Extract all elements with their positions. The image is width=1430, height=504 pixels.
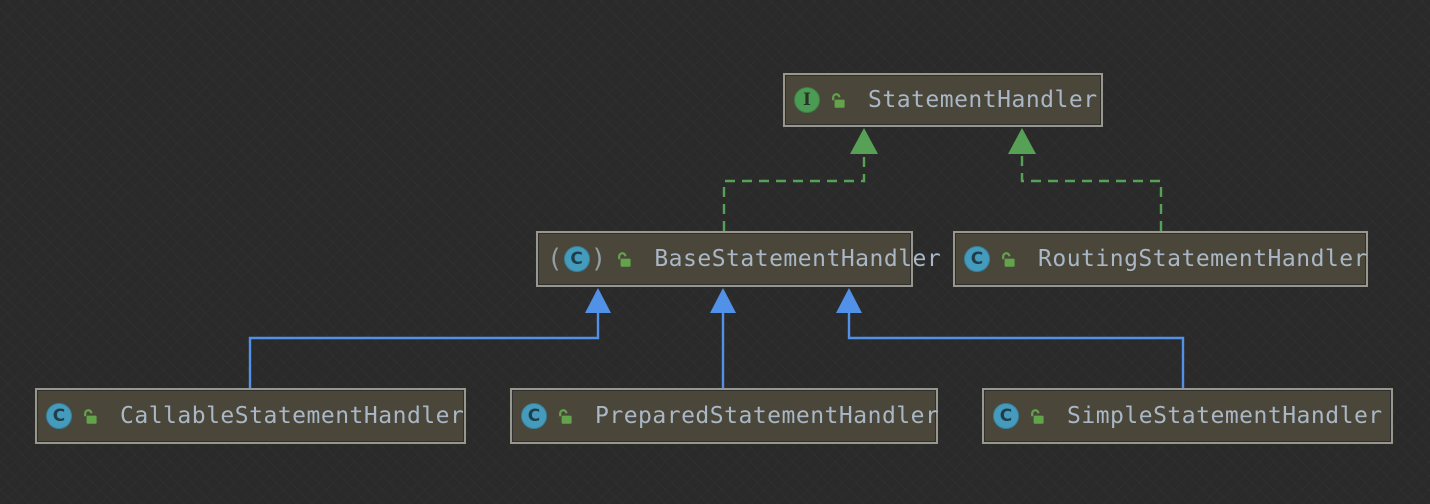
unlocked-public-icon — [1028, 407, 1047, 426]
abstract-paren-right: ) — [590, 244, 607, 274]
node-label: PreparedStatementHandler — [595, 403, 940, 429]
extends-arrowhead — [836, 288, 862, 313]
edge-prepared-extends-base[interactable] — [710, 288, 736, 388]
class-icon: C — [993, 403, 1019, 429]
edge-callable-extends-base[interactable] — [248, 288, 611, 388]
extends-arrowhead — [710, 288, 736, 313]
class-icon: C — [521, 403, 547, 429]
node-prepared-statement-handler[interactable]: C PreparedStatementHandler — [510, 388, 940, 444]
unlocked-public-icon — [829, 91, 848, 110]
node-statement-handler[interactable]: I StatementHandler — [783, 73, 1103, 127]
node-simple-statement-handler[interactable]: C SimpleStatementHandler — [982, 388, 1393, 444]
implements-arrowhead — [1008, 128, 1036, 154]
node-base-statement-handler[interactable]: ( C ) BaseStatementHandler — [536, 231, 941, 287]
class-icon: C — [46, 403, 72, 429]
node-label: SimpleStatementHandler — [1067, 403, 1383, 429]
edge-simple-extends-base[interactable] — [836, 288, 1185, 388]
node-callable-statement-handler[interactable]: C CallableStatementHandler — [35, 388, 466, 444]
node-label: CallableStatementHandler — [120, 403, 465, 429]
node-label: BaseStatementHandler — [654, 246, 942, 272]
implements-arrowhead — [850, 128, 878, 154]
node-label: RoutingStatementHandler — [1038, 246, 1368, 272]
extends-arrowhead — [585, 288, 611, 313]
interface-icon: I — [794, 87, 820, 113]
edge-routing-implements-statement[interactable] — [1008, 128, 1163, 231]
unlocked-public-icon — [999, 250, 1018, 269]
unlocked-public-icon — [615, 250, 634, 269]
node-routing-statement-handler[interactable]: C RoutingStatementHandler — [953, 231, 1368, 287]
abstract-paren-left: ( — [547, 244, 563, 274]
abstract-class-icon: C — [563, 246, 590, 272]
edge-base-implements-statement[interactable] — [722, 128, 878, 231]
class-icon: C — [964, 246, 990, 272]
unlocked-public-icon — [81, 407, 100, 426]
node-label: StatementHandler — [868, 87, 1098, 113]
unlocked-public-icon — [556, 407, 575, 426]
